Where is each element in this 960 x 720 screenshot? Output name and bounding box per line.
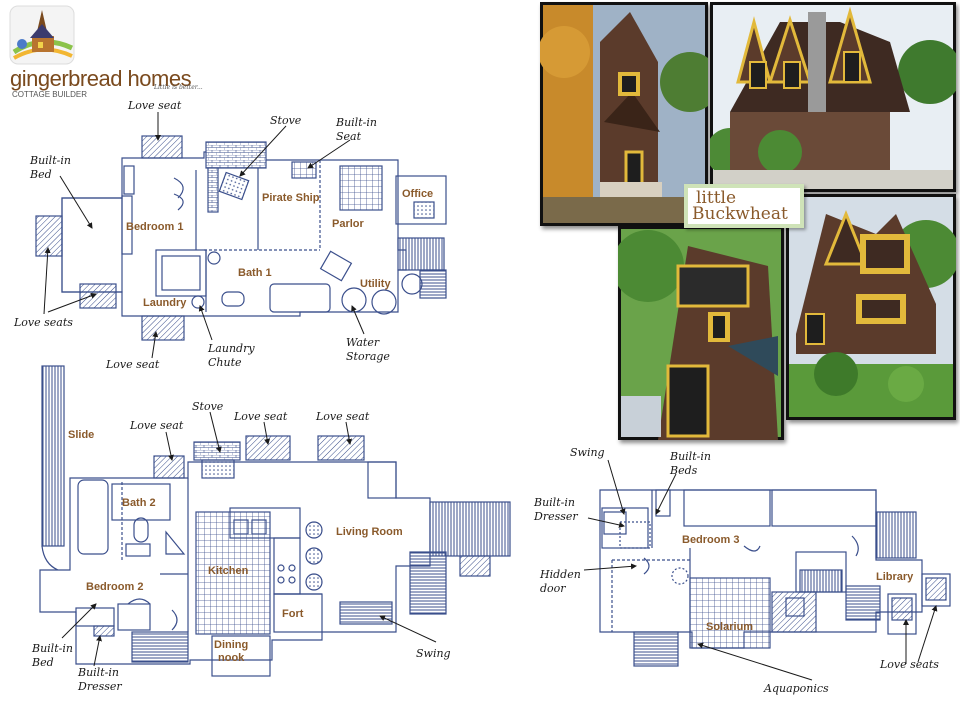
- logo-icon: [9, 5, 75, 65]
- callout-love-seats: Love seats: [13, 316, 73, 329]
- callout-swing-3: Swing: [570, 446, 605, 459]
- callout-love-seat-a: Love seat: [129, 419, 184, 432]
- room-label-bedroom-2: Bedroom 2: [86, 581, 143, 593]
- callout-aquaponics: Aquaponics: [763, 682, 829, 695]
- room-label-bath-1: Bath 1: [238, 267, 272, 279]
- floor2-plan: [39, 365, 511, 677]
- callout-laundry-chute-line1: Laundry: [207, 342, 255, 355]
- callout-builtin-beds-line2: Beds: [669, 464, 698, 477]
- brand-tagline: Little is better...: [154, 84, 203, 91]
- callout-love-seats-3: Love seats: [879, 658, 939, 671]
- callout-swing-2: Swing: [416, 647, 451, 660]
- callout-stove: Stove: [270, 114, 302, 127]
- callout-water-storage-line2: Storage: [346, 350, 390, 363]
- room-label-kitchen: Kitchen: [208, 565, 249, 577]
- room-label-bedroom-3: Bedroom 3: [682, 534, 739, 546]
- floor3-plan: [599, 489, 951, 667]
- callout-laundry-chute-line2: Chute: [208, 356, 242, 369]
- callout-love-seat-bottom: Love seat: [105, 358, 160, 371]
- callout-builtin-dresser-line1: Built-in: [77, 666, 119, 679]
- callout-stove-2: Stove: [192, 400, 224, 413]
- room-label-laundry: Laundry: [143, 297, 187, 309]
- floor1-plan: [35, 135, 447, 341]
- room-label-dining-nook-line2: nook: [218, 652, 245, 664]
- brand-logo: gingerbread homes COTTAGE BUILDER Little…: [4, 4, 204, 100]
- exterior-photo-front: [540, 2, 708, 226]
- room-label-pirate-ship: Pirate Ship: [262, 192, 320, 204]
- callout-builtin-dresser-3-line2: Dresser: [533, 510, 578, 523]
- room-label-library: Library: [876, 571, 914, 583]
- room-label-utility: Utility: [360, 278, 391, 290]
- project-title-line2: Buckwheat: [692, 204, 788, 224]
- room-label-bedroom-1: Bedroom 1: [126, 221, 183, 233]
- callout-love-seat-b: Love seat: [233, 410, 288, 423]
- room-label-office: Office: [402, 188, 433, 200]
- callout-hidden-door-line2: door: [540, 582, 566, 595]
- callout-builtin-dresser-3-line1: Built-in: [533, 496, 575, 509]
- callout-builtin-bed-line2: Bed: [29, 168, 52, 181]
- project-title-card: little Buckwheat: [684, 184, 804, 228]
- room-label-living-room: Living Room: [336, 526, 403, 538]
- callout-builtin-seat-line1: Built-in: [335, 116, 377, 129]
- project-title-line1: little: [696, 188, 737, 208]
- brand-name: gingerbread homes: [10, 66, 192, 91]
- callout-builtin-bed-2-line2: Bed: [31, 656, 54, 669]
- exterior-photo-garden: [786, 194, 956, 420]
- callout-builtin-bed-line1: Built-in: [29, 154, 71, 167]
- room-label-slide: Slide: [68, 429, 94, 441]
- callout-builtin-beds-line1: Built-in: [669, 450, 711, 463]
- room-label-solarium: Solarium: [706, 621, 753, 633]
- room-label-dining-nook-line1: Dining: [214, 639, 248, 651]
- room-label-parlor: Parlor: [332, 218, 365, 230]
- callout-love-seat: Love seat: [127, 99, 182, 112]
- exterior-photo-side: [710, 2, 956, 192]
- exterior-photo-closeup: [618, 226, 784, 440]
- callout-builtin-dresser-line2: Dresser: [77, 680, 122, 693]
- room-label-bath-2: Bath 2: [122, 497, 156, 509]
- callout-builtin-seat-line2: Seat: [336, 130, 362, 143]
- room-label-fort: Fort: [282, 608, 304, 620]
- callout-builtin-bed-2-line1: Built-in: [31, 642, 73, 655]
- callout-water-storage-line1: Water: [346, 336, 380, 349]
- callout-love-seat-c: Love seat: [315, 410, 370, 423]
- callout-hidden-door-line1: Hidden: [539, 568, 581, 581]
- brand-subtitle: COTTAGE BUILDER: [12, 90, 87, 99]
